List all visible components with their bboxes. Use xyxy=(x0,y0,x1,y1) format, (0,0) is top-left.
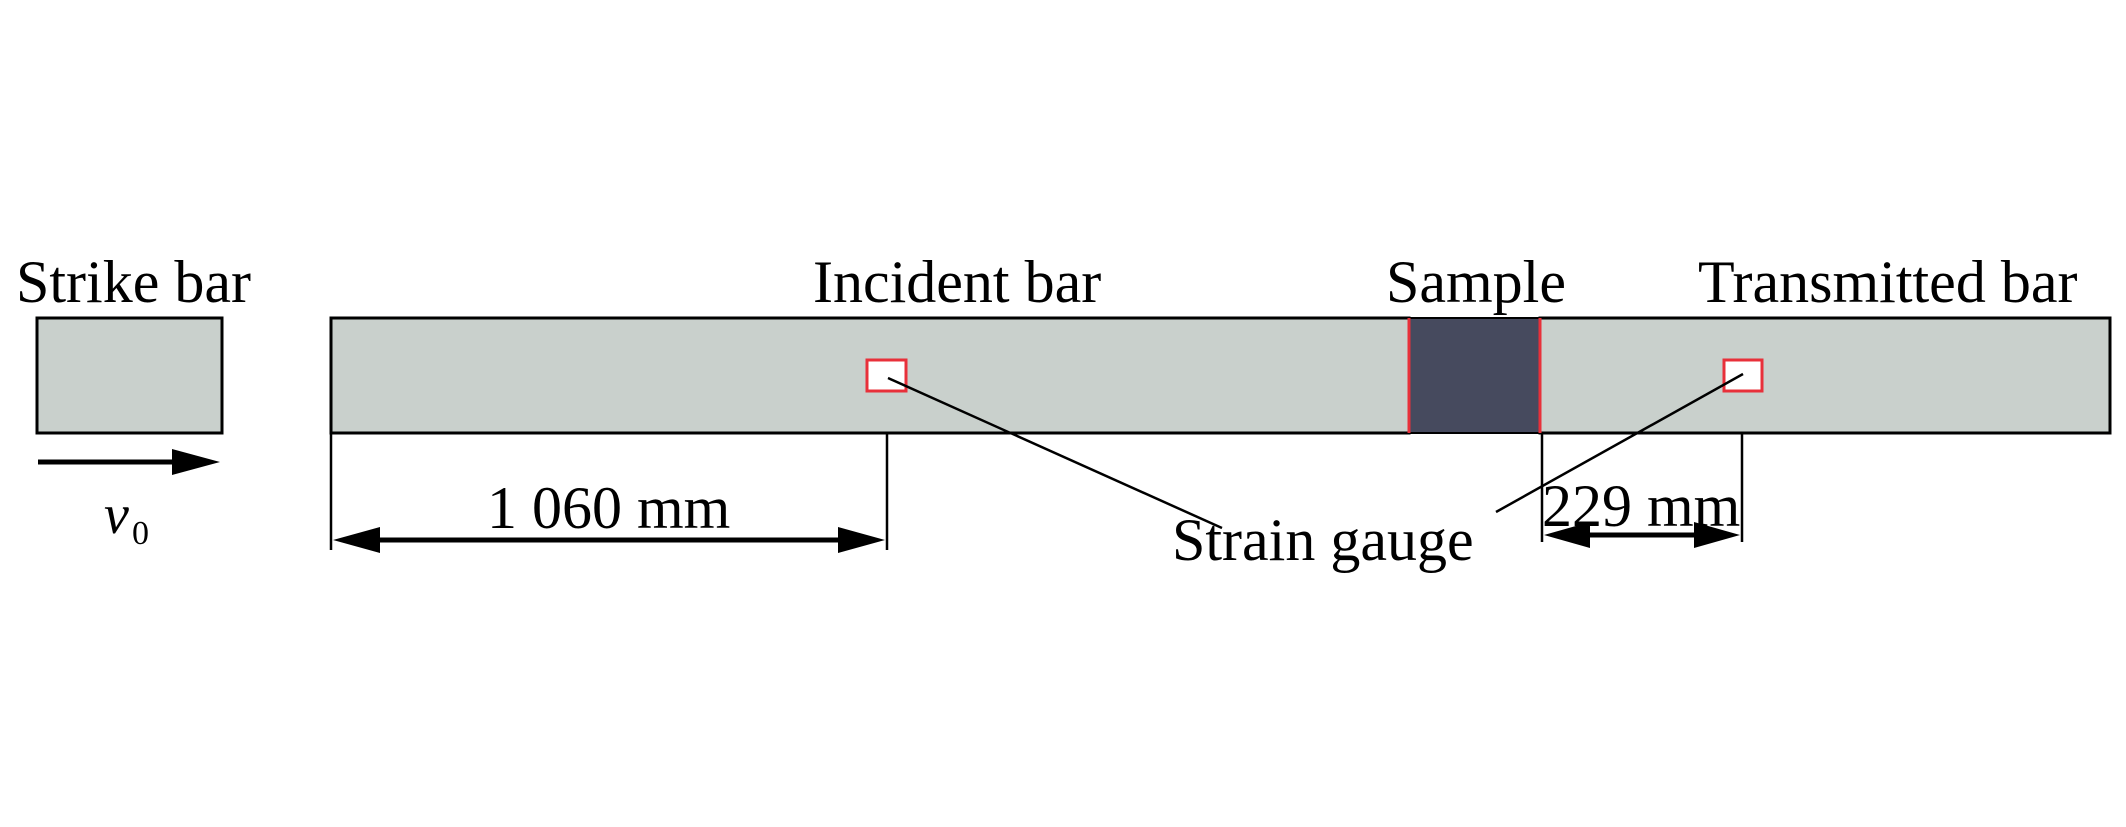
velocity-arrow-head xyxy=(172,449,220,475)
dim-transmitted-label: 229 mm xyxy=(1542,473,1740,539)
dim-incident-arrow-right xyxy=(838,527,885,553)
transmitted-bar xyxy=(1538,316,2112,435)
transmitted-bar-label: Transmitted bar xyxy=(1698,249,2077,315)
dim-incident-arrow-left xyxy=(333,527,380,553)
dim-incident-label: 1 060 mm xyxy=(487,475,730,541)
strain-gauge-leader-incident xyxy=(887,376,1223,530)
strike-bar xyxy=(35,316,224,435)
incident-bar-label: Incident bar xyxy=(813,249,1101,315)
strain-gauge-label: Strain gauge xyxy=(1172,507,1474,573)
strain-gauge-transmitted xyxy=(1722,358,1764,393)
dim-transmitted-arrow-right xyxy=(1694,522,1740,548)
strike-bar-label: Strike bar xyxy=(16,249,251,315)
strain-gauge-incident xyxy=(865,358,908,393)
dim-transmitted-arrow-left xyxy=(1544,522,1590,548)
sample-label: Sample xyxy=(1386,249,1566,315)
sample-block xyxy=(1408,317,1541,434)
velocity-symbol: v xyxy=(104,484,129,546)
velocity-subscript: 0 xyxy=(132,515,149,552)
strain-gauge-leader-transmitted xyxy=(1495,372,1744,514)
